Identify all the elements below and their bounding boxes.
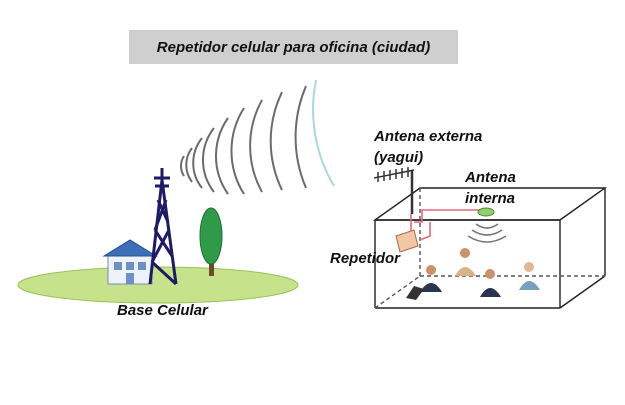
person-icon (406, 265, 442, 300)
internal-antenna-label: Antena interna (465, 167, 516, 209)
external-antenna-label-line2: (yagui) (374, 149, 424, 166)
base-station-label: Base Celular (117, 302, 208, 319)
internal-antenna-label-line2: interna (465, 190, 516, 207)
cell-tower-icon (148, 168, 178, 286)
repeater-label: Repetidor (330, 250, 401, 267)
external-antenna-label-line1: Antena externa (374, 128, 483, 145)
person-icon (480, 269, 501, 297)
office-room (372, 187, 608, 309)
person-icon (519, 262, 540, 290)
external-antenna-label: Antena externa (yagui) (374, 126, 482, 168)
internal-antenna-label-line1: Antena (465, 169, 516, 186)
repeater-device-icon (395, 229, 419, 253)
diagram-title: Repetidor celular para oficina (ciudad) (156, 38, 431, 56)
ground-area (17, 266, 299, 304)
person-icon (455, 248, 476, 276)
yagi-antenna-icon (373, 167, 415, 214)
tree-icon (199, 207, 223, 276)
title-banner: Repetidor celular para oficina (ciudad) (129, 30, 458, 64)
building-icon (102, 239, 158, 285)
signal-waves (179, 79, 335, 195)
internal-antenna-icon (467, 207, 507, 243)
